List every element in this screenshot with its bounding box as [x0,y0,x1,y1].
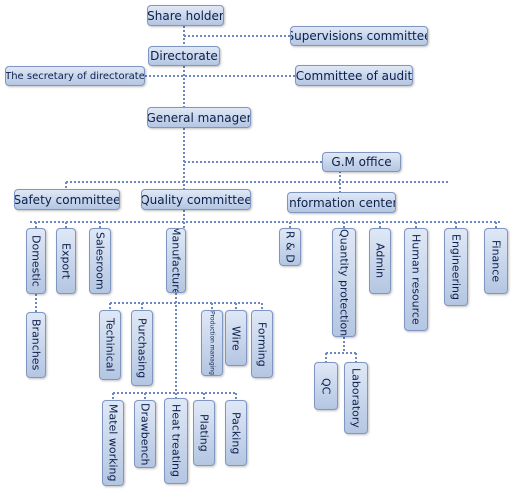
supervisions-committee-label: Supervisions committee [290,29,428,43]
gm-office-label: G.M office [331,155,392,169]
general-manager-box: General manager [147,107,251,128]
wire-label: Wire [229,325,243,351]
finance-box: Finance [484,228,508,294]
branches-label: Branches [29,319,43,371]
laboratory-label: Laboratory [349,368,363,428]
drawbench-label: Drawbench [138,402,152,466]
forming-label: Forming [255,321,269,367]
secretary-of-directorate-box: The secretary of directorate [5,66,145,86]
qc-label: QC [319,377,333,395]
quality-committee-label: Quality committee [141,192,251,207]
wire-box: Wire [225,310,247,366]
plating-label: Plating [197,414,211,452]
metal-working-box: Matel working [102,400,124,486]
quality-protection-box: Quantity protection [332,228,356,337]
engineering-box: Engineering [444,228,468,306]
committee-of-audit-box: Committee of audit [295,65,413,86]
manufacture-label: Manufacture [169,228,183,293]
manufacture-box: Manufacture [166,228,186,293]
supervisions-committee-box: Supervisions committee [290,26,428,46]
share-holder-label: Share holder [147,8,224,23]
information-center-label: Information center [287,195,396,210]
salesroom-label: Salesroom [93,232,107,290]
finance-label: Finance [489,239,503,283]
rd-box: R & D [279,228,301,266]
purchasing-label: Purchasing [135,317,149,379]
admin-box: Admin [369,228,391,294]
directorate-label: Directorate [150,49,218,63]
safety-committee-box: Safety committee [14,189,120,210]
plating-box: Plating [193,400,215,466]
laboratory-box: Laboratory [344,362,368,434]
share-holder-box: Share holder [147,5,224,26]
quality-protection-label: Quantity protection [337,228,351,337]
domestic-label: Domestic [29,235,43,287]
information-center-box: Information center [287,192,396,213]
human-resource-label: Human resource [409,234,423,325]
safety-committee-label: Safety committee [14,192,120,207]
heat-treating-box: Heat treating [164,398,188,484]
human-resource-box: Human resource [404,228,428,331]
quality-committee-box: Quality committee [141,189,251,210]
directorate-box: Directorate [148,46,220,66]
production-managing-label: Production managing [208,311,216,375]
packing-box: Packing [225,400,247,466]
engineering-label: Engineering [449,234,463,300]
production-managing-box: Production managing [201,310,223,376]
gm-office-box: G.M office [322,152,401,172]
metal-working-label: Matel working [106,404,120,482]
packing-label: Packing [229,411,243,455]
admin-label: Admin [373,243,387,279]
committee-of-audit-label: Committee of audit [295,68,413,83]
rd-label: R & D [283,231,297,263]
export-box: Export [56,228,76,294]
purchasing-box: Purchasing [131,310,153,386]
domestic-box: Domestic [26,228,46,294]
salesroom-box: Salesroom [89,228,111,294]
heat-treating-label: Heat treating [169,404,183,478]
general-manager-label: General manager [147,110,251,125]
forming-box: Forming [251,310,273,378]
export-label: Export [59,242,73,279]
qc-box: QC [314,362,338,410]
secretary-of-directorate-label: The secretary of directorate [5,70,145,82]
technical-box: Techinical [99,310,121,380]
branches-box: Branches [26,312,46,378]
drawbench-box: Drawbench [134,400,156,468]
technical-label: Techinical [103,318,117,372]
